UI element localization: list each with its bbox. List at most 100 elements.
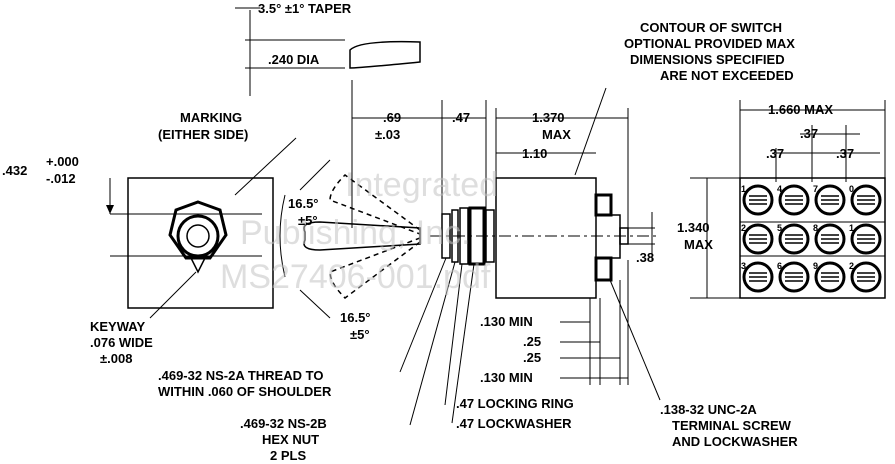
side-view (235, 7, 661, 426)
label-037-right: .37 (836, 146, 854, 161)
terminal-number: 2 (849, 261, 854, 271)
front-view (106, 137, 297, 319)
label-1340-max: MAX (684, 237, 713, 252)
label-marking-1: MARKING (180, 110, 242, 125)
switch-body (495, 177, 597, 299)
terminal-number: 9 (813, 261, 818, 271)
thread-leader (399, 257, 447, 373)
locking-ring-leader (444, 263, 463, 406)
terminal-number: 2 (741, 223, 746, 233)
terminal-lower (594, 256, 613, 282)
terminal-screw (742, 184, 774, 216)
terminal-screw (850, 223, 882, 255)
terminal-screw-head (619, 227, 629, 245)
terminal-screw (814, 261, 846, 293)
label-angle-top: 16.5° (288, 196, 319, 211)
watermark-line-3: MS27406-001.pdf (220, 258, 491, 296)
terminal-view (690, 100, 886, 299)
terminal-number: 8 (813, 223, 818, 233)
terminal-number: 6 (777, 261, 782, 271)
front-bushing-circle (176, 214, 220, 258)
label-contour-1: CONTOUR OF SWITCH (640, 20, 782, 35)
lockwasher-leader (451, 263, 475, 424)
label-432-plus: +.000 (46, 154, 79, 169)
label-025-b: .25 (523, 350, 541, 365)
label-angle-bot: 16.5° (340, 310, 371, 325)
terminal-screw (778, 223, 810, 255)
terminal-screw-leader (609, 279, 661, 401)
label-110: 1.10 (522, 146, 547, 161)
dim-432-arrow (106, 205, 114, 214)
terminal-screw (778, 261, 810, 293)
label-taper: 3.5° ±1° TAPER (258, 1, 352, 16)
label-037-mid: .37 (800, 126, 818, 141)
lever-travel-lower (329, 237, 421, 299)
terminal-number: 1 (741, 184, 746, 194)
label-terminal-1: .138-32 UNC-2A (660, 402, 757, 417)
label-432: .432 (2, 163, 27, 178)
terminal-number: 7 (813, 184, 818, 194)
label-hexnut-1: .469-32 NS-2B (240, 416, 327, 431)
contour-leader (574, 87, 607, 176)
label-240-dia: .240 DIA (268, 52, 320, 67)
marking-leader (234, 137, 297, 196)
label-069-tol: ±.03 (375, 127, 400, 142)
lever-tip-detail (349, 40, 421, 69)
angle-bottom-leader (299, 289, 331, 319)
label-thread-2: WITHIN .060 OF SHOULDER (158, 384, 332, 399)
label-025-a: .25 (523, 334, 541, 349)
label-hexnut-2: HEX NUT (262, 432, 319, 447)
label-marking-2: (EITHER SIDE) (158, 127, 248, 142)
terminal-number: 0 (849, 184, 854, 194)
front-lever-circle (186, 224, 210, 248)
lever-travel-upper (329, 174, 421, 235)
label-terminal-3: AND LOCKWASHER (672, 434, 798, 449)
label-432-minus: -.012 (46, 171, 76, 186)
watermark-line-1: Integrated (345, 166, 498, 204)
front-view-body-outline (127, 177, 274, 309)
label-locking-ring: .47 LOCKING RING (456, 396, 574, 411)
label-contour-4: ARE NOT EXCEEDED (660, 68, 794, 83)
hexnut-leader (409, 261, 456, 426)
terminal-upper (594, 193, 613, 217)
terminal-screw (742, 223, 774, 255)
label-1370-max: MAX (542, 127, 571, 142)
label-069: .69 (383, 110, 401, 125)
angle-top-leader (299, 159, 331, 191)
label-lockwasher: .47 LOCKWASHER (456, 416, 572, 431)
label-1660: 1.660 MAX (768, 102, 833, 117)
label-keyway-3: ±.008 (100, 351, 132, 366)
terminal-number: 3 (741, 261, 746, 271)
label-keyway-1: KEYWAY (90, 319, 145, 334)
label-terminal-2: TERMINAL SCREW (672, 418, 792, 433)
toggle-lever (303, 221, 421, 251)
label-contour-2: OPTIONAL PROVIDED MAX (624, 36, 795, 51)
label-contour-3: DIMENSIONS SPECIFIED (630, 52, 785, 67)
terminal-screw (850, 261, 882, 293)
label-130-min-top: .130 MIN (480, 314, 533, 329)
watermark-line-2: Publishing, Inc. (240, 214, 471, 252)
terminal-number: 1 (849, 223, 854, 233)
label-037-left: .37 (766, 146, 784, 161)
keyway-notch (190, 257, 206, 274)
terminal-screw (778, 184, 810, 216)
label-1370: 1.370 (532, 110, 565, 125)
terminal-screw (814, 184, 846, 216)
terminal-number: 4 (777, 184, 782, 194)
terminal-screw (742, 261, 774, 293)
label-keyway-2: .076 WIDE (90, 335, 153, 350)
angle-arc (279, 194, 286, 278)
label-hexnut-3: 2 PLS (270, 448, 306, 463)
label-angle-top-tol: ±5° (298, 213, 318, 228)
label-038: .38 (636, 250, 654, 265)
terminal-screw (850, 184, 882, 216)
terminal-number: 5 (777, 223, 782, 233)
label-angle-bot-tol: ±5° (350, 327, 370, 342)
label-1340: 1.340 (677, 220, 710, 235)
label-thread-1: .469-32 NS-2A THREAD TO (158, 368, 323, 383)
terminal-screw (814, 223, 846, 255)
keyway-leader (149, 271, 197, 319)
